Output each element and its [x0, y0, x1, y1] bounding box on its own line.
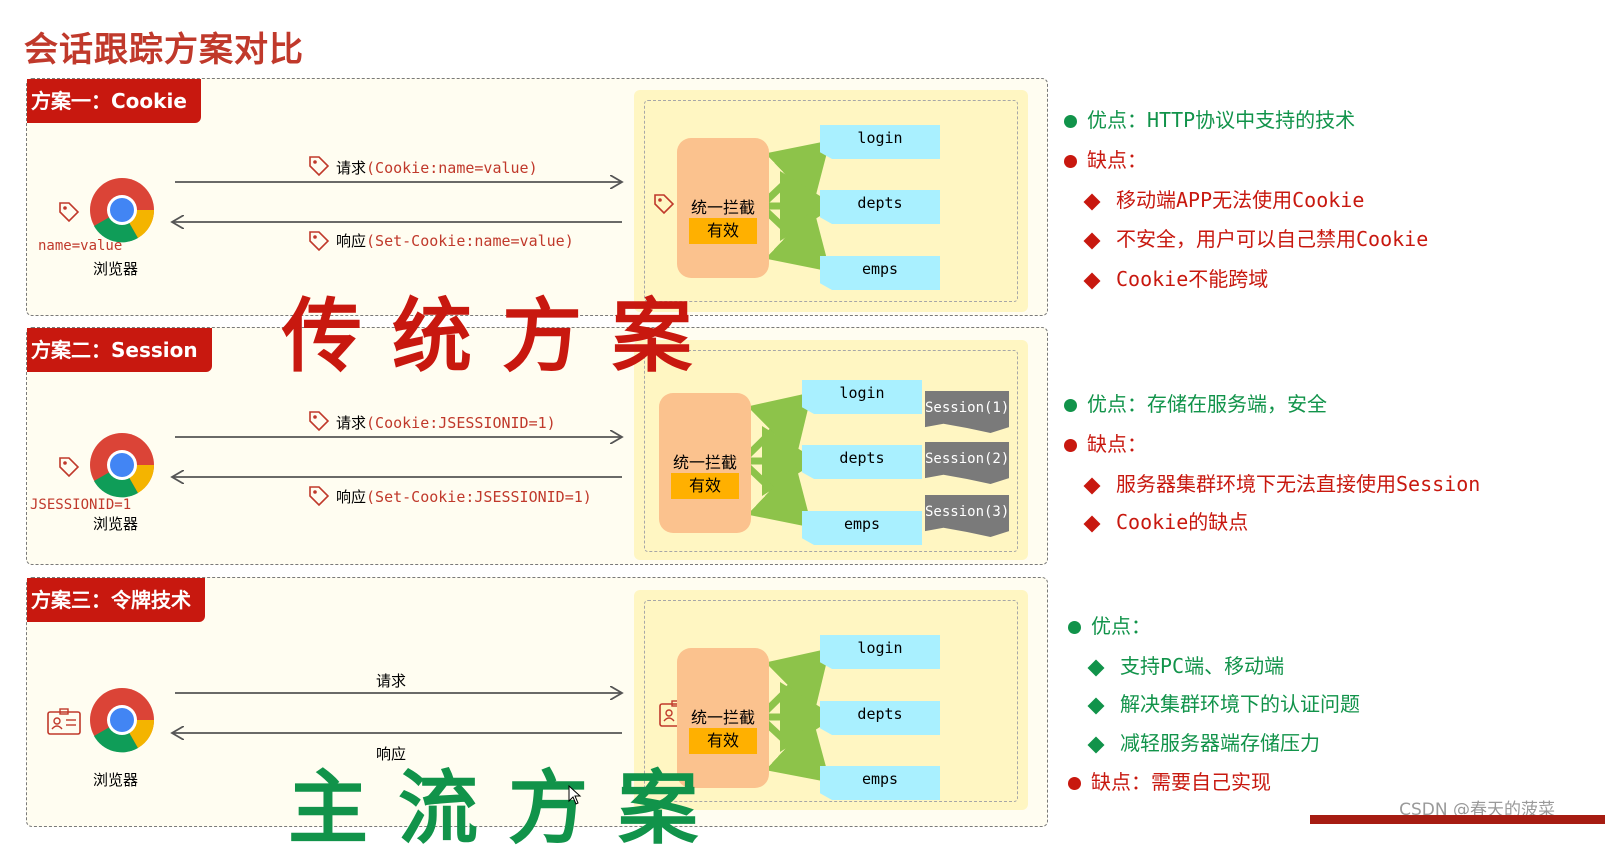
cookie-tag-icon: [309, 411, 330, 432]
pro-item: 减轻服务器端存储压力: [1087, 727, 1320, 756]
valid-badge: 有效: [689, 728, 757, 754]
pro-item: 解决集群环境下的认证问题: [1087, 688, 1360, 717]
browser-label: 浏览器: [93, 771, 139, 789]
server-boundary-session: [644, 350, 1018, 552]
cons-heading: 缺点：: [1064, 144, 1147, 173]
response-label: 响应: [376, 745, 407, 763]
bullet-dot-icon: [1064, 115, 1077, 128]
con-item: Cookie不能跨域: [1083, 263, 1268, 292]
client-cookie-value: JSESSIONID=1: [30, 497, 132, 513]
endpoint-depts: depts: [820, 190, 940, 224]
endpoint-login: login: [820, 125, 940, 159]
browser-label: 浏览器: [93, 260, 139, 278]
con-item: 缺点：需要自己实现: [1068, 766, 1271, 795]
server-boundary-cookie: [644, 100, 1018, 302]
request-label: 请求(Cookie:name=value): [336, 159, 538, 177]
page-title: 会话跟踪方案对比: [24, 30, 304, 70]
interceptor-block: 统一拦截 有效: [677, 138, 769, 278]
pro-item: 支持PC端、移动端: [1087, 650, 1284, 679]
pro-item: 优点：HTTP协议中支持的技术: [1064, 104, 1355, 133]
con-item: 移动端APP无法使用Cookie: [1083, 184, 1364, 213]
bullet-dot-icon: [1064, 439, 1077, 452]
browser-label: 浏览器: [93, 515, 139, 533]
con-item: Cookie的缺点: [1083, 506, 1248, 535]
request-label: 请求(Cookie:JSESSIONID=1): [336, 414, 556, 432]
scheme-cookie-tag: 方案一：Cookie: [27, 79, 201, 123]
pro-item: 优点：存储在服务端，安全: [1064, 388, 1327, 417]
chrome-browser-icon: [90, 433, 155, 498]
corner-decoration: [1310, 815, 1605, 824]
mainstream-stamp-text: 主流方案: [288, 761, 728, 855]
interceptor-label: 统一拦截: [690, 198, 755, 217]
chrome-browser-icon: [90, 178, 155, 243]
diamond-bullet-icon: [1087, 736, 1105, 753]
cookie-tag-icon: [309, 231, 330, 252]
client-cookie-value: name=value: [38, 238, 123, 254]
endpoint-emps: emps: [820, 766, 940, 800]
diamond-bullet-icon: [1087, 659, 1105, 676]
cookie-tag-icon: [59, 457, 80, 478]
request-label: 请求: [376, 672, 407, 690]
route-arrow-login: [762, 648, 830, 715]
diamond-bullet-icon: [1083, 272, 1101, 289]
con-item: 不安全，用户可以自己禁用Cookie: [1083, 223, 1428, 252]
route-arrow-login: [744, 392, 812, 459]
cons-heading: 缺点：: [1064, 428, 1147, 457]
id-card-icon: [47, 708, 81, 735]
cookie-tag-icon: [309, 486, 330, 507]
bullet-dot-icon: [1068, 777, 1081, 790]
endpoint-depts: depts: [820, 701, 940, 735]
interceptor-block: 统一拦截 有效: [659, 393, 751, 533]
cookie-tag-icon: [59, 202, 80, 223]
mouse-cursor-icon: [568, 785, 582, 805]
endpoint-login: login: [820, 635, 940, 669]
server-boundary-token: [644, 600, 1018, 802]
diamond-bullet-icon: [1083, 477, 1101, 494]
bullet-dot-icon: [1064, 155, 1077, 168]
bullet-dot-icon: [1064, 399, 1077, 412]
interceptor-label: 统一拦截: [690, 708, 755, 727]
bullet-dot-icon: [1068, 621, 1081, 634]
route-arrow-emps: [744, 463, 813, 528]
endpoint-emps: emps: [820, 256, 940, 290]
endpoint-emps: emps: [802, 511, 922, 545]
cookie-tag-icon: [654, 194, 675, 215]
route-arrow-emps: [762, 207, 831, 272]
scheme-token-tag: 方案三：令牌技术: [27, 578, 205, 622]
pros-heading: 优点：: [1068, 610, 1151, 639]
interceptor-label: 统一拦截: [672, 453, 737, 472]
endpoint-depts: depts: [802, 445, 922, 479]
diamond-bullet-icon: [1083, 515, 1101, 532]
diamond-bullet-icon: [1083, 193, 1101, 210]
route-arrow-emps: [762, 718, 831, 783]
valid-badge: 有效: [671, 473, 739, 499]
response-label: 响应(Set-Cookie:name=value): [336, 232, 574, 250]
response-label: 响应(Set-Cookie:JSESSIONID=1): [336, 488, 592, 506]
route-arrow-login: [762, 140, 831, 205]
connector-arrows: [0, 140, 836, 783]
scheme-session-tag: 方案二：Session: [27, 328, 212, 372]
diamond-bullet-icon: [1083, 232, 1101, 249]
cookie-tag-icon: [309, 156, 330, 177]
valid-badge: 有效: [689, 218, 757, 244]
con-item: 服务器集群环境下无法直接使用Session: [1083, 468, 1480, 497]
interceptor-block: 统一拦截 有效: [677, 648, 769, 788]
chrome-browser-icon: [90, 688, 155, 753]
endpoint-login: login: [802, 380, 922, 414]
traditional-stamp-text: 传统方案: [282, 289, 722, 383]
diamond-bullet-icon: [1087, 697, 1105, 714]
